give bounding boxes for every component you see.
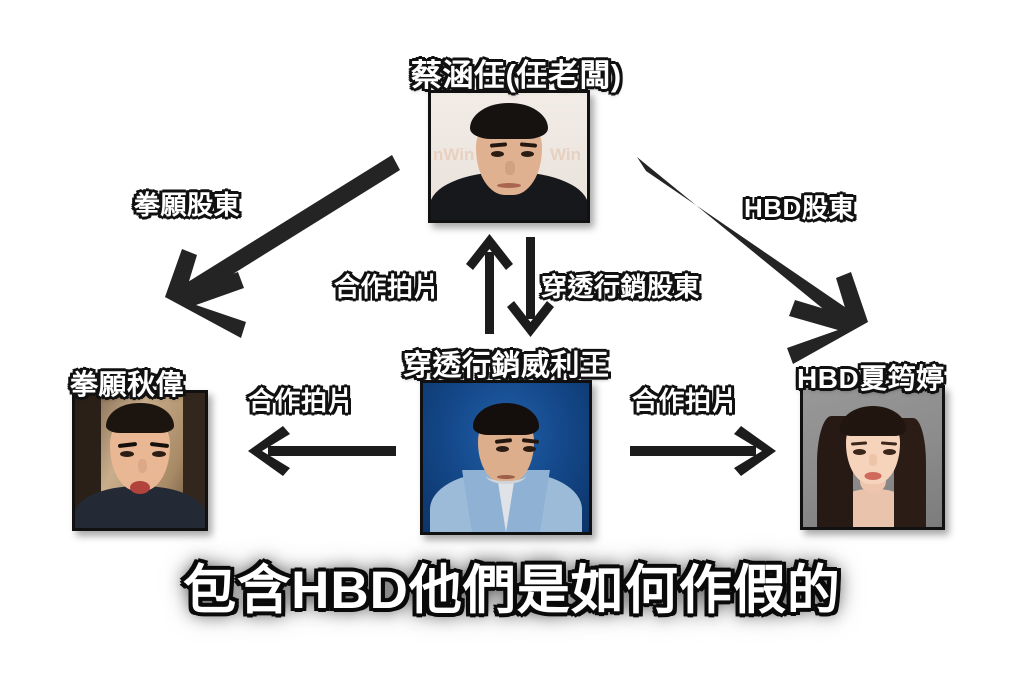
node-qiuwei-label: 拳願秋偉 <box>70 369 185 400</box>
node-willy-photo[interactable] <box>420 380 592 535</box>
arrow-willy-to-boss <box>466 234 513 334</box>
edge-label-willy-to-xia: 合作拍片 <box>632 386 739 416</box>
node-boss-photo[interactable]: nWin Win <box>428 90 590 223</box>
boss-portrait-illustration: nWin Win <box>431 93 587 220</box>
edge-label-boss-to-willy: 穿透行銷股東 <box>541 272 701 302</box>
willy-portrait-illustration <box>423 383 589 532</box>
qiuwei-portrait-illustration <box>75 393 205 528</box>
arrow-willy-to-qiuwei <box>248 426 396 476</box>
node-willy-label: 穿透行銷威利王 <box>403 350 610 382</box>
node-qiuwei-photo[interactable] <box>72 390 208 531</box>
node-xia-photo[interactable] <box>800 385 945 530</box>
arrow-willy-to-xia <box>630 426 776 476</box>
edge-label-boss-to-xia: HBD股東 <box>744 193 855 223</box>
bottom-caption: 包含HBD他們是如何作假的 <box>183 561 841 620</box>
edge-label-boss-to-qiuwei: 拳願股東 <box>134 190 241 220</box>
xia-portrait-illustration <box>803 388 942 527</box>
photo-watermark-left: nWin <box>433 145 475 164</box>
edge-label-willy-to-boss: 合作拍片 <box>334 272 441 302</box>
edge-label-willy-to-qiuwei: 合作拍片 <box>248 386 355 416</box>
node-xia-label: HBD夏筠婷 <box>797 363 945 394</box>
photo-watermark-right: Win <box>549 145 581 164</box>
node-boss-label: 蔡涵任(任老闆) <box>411 58 622 93</box>
arrow-boss-to-qiuwei <box>165 155 400 338</box>
